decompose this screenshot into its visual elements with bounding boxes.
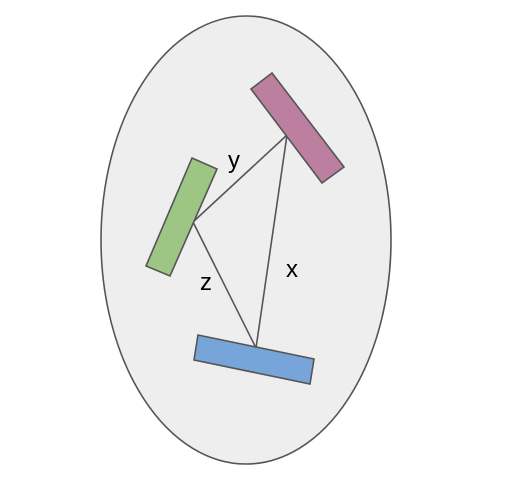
edge-x-line bbox=[255, 134, 288, 349]
container-oval bbox=[100, 15, 392, 465]
edge-z-label: z bbox=[200, 269, 212, 296]
blue-block bbox=[193, 334, 315, 385]
green-block bbox=[144, 156, 219, 278]
magenta-block bbox=[249, 71, 346, 185]
edge-z-line bbox=[192, 221, 257, 349]
edge-y-line bbox=[192, 134, 288, 223]
edge-x-label: x bbox=[286, 256, 298, 283]
edge-y-label: y bbox=[228, 147, 240, 174]
